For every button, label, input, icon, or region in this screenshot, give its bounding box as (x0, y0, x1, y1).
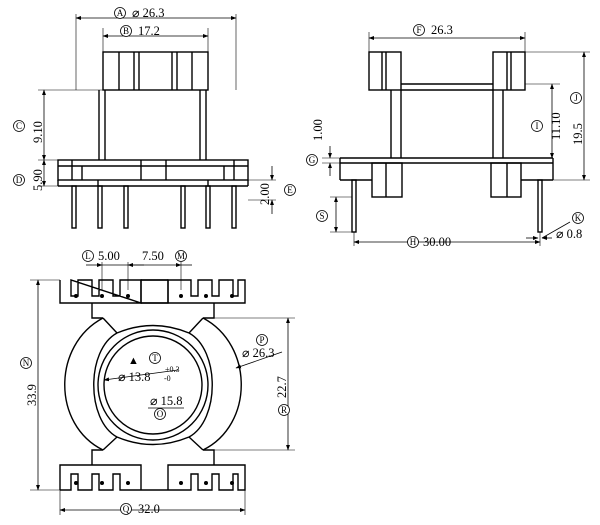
dim-value-H: 30.00 (423, 235, 451, 249)
svg-text:A: A (117, 8, 124, 18)
outer-bore-circle (97, 329, 209, 441)
balloon-K: K (572, 212, 584, 224)
dim-tol-upper-T: +0.3 (165, 365, 180, 374)
dim-value-D: 5.90 (31, 169, 45, 191)
dim-value-P: ⌀ 26.3 (242, 346, 275, 360)
balloon-E: E (284, 184, 296, 196)
dim-value-O: ⌀ 15.8 (150, 394, 183, 408)
svg-text:I: I (536, 121, 539, 131)
dim-value-N: 33.9 (25, 384, 39, 406)
svg-text:H: H (410, 237, 417, 247)
top-flange (102, 51, 209, 91)
dim-value-K: ⌀ 0.8 (556, 227, 582, 241)
svg-text:G: G (309, 155, 316, 165)
balloon-M: M (175, 250, 187, 262)
balloon-A: A (114, 7, 126, 19)
balloon-G: G (306, 154, 318, 166)
balloon-P: P (256, 334, 268, 346)
right-cheek-outer (202, 317, 242, 451)
base-flange (57, 159, 249, 181)
dim-value-B: 17.2 (138, 24, 160, 38)
dim-value-I: 11.10 (549, 112, 563, 140)
dim-value-F: 26.3 (431, 23, 453, 37)
balloon-L: L (82, 250, 94, 262)
dim-value-C: 9.10 (31, 121, 45, 143)
balloon-O: O (154, 408, 166, 420)
dim-value-J: 19.5 (571, 123, 585, 145)
balloon-D: D (13, 174, 25, 186)
dim-value-Q: 32.0 (138, 502, 160, 516)
svg-text:L: L (85, 251, 91, 261)
dim-value-T: ⌀ 13.8 (118, 370, 151, 384)
svg-text:T: T (152, 353, 158, 363)
left-cheek-outer (64, 317, 104, 451)
dim-value-G: 1.00 (311, 119, 325, 141)
svg-text:Q: Q (123, 504, 130, 514)
svg-text:J: J (574, 93, 578, 103)
balloon-R: R (278, 404, 290, 416)
balloon-J: J (570, 92, 582, 104)
balloon-I: I (531, 120, 543, 132)
balloon-S: S (316, 210, 328, 222)
dim-value-E: 2.00 (258, 183, 272, 205)
svg-text:M: M (177, 251, 185, 261)
front-pins (71, 185, 237, 229)
balloon-F: F (413, 24, 425, 36)
dim-tol-lower-T: -0 (164, 374, 171, 383)
svg-text:K: K (575, 213, 582, 223)
svg-text:F: F (416, 25, 421, 35)
svg-text:P: P (259, 335, 264, 345)
balloon-H: H (407, 236, 419, 248)
plan-view (30, 262, 295, 515)
balloon-Q: Q (120, 503, 132, 515)
svg-text:O: O (157, 409, 164, 419)
svg-text:B: B (123, 26, 129, 36)
svg-text:N: N (23, 358, 30, 368)
side-pin-left (351, 179, 357, 233)
inner-bore-circle (103, 335, 203, 435)
warning-icon: ▲ (128, 355, 139, 367)
svg-text:S: S (319, 211, 324, 221)
svg-text:C: C (16, 121, 22, 131)
side-pin-right (537, 179, 543, 233)
balloon-T: T (149, 352, 161, 364)
dim-value-M: 7.50 (142, 249, 164, 263)
svg-text:D: D (16, 175, 23, 185)
balloon-N: N (20, 357, 32, 369)
dim-value-R: 22.7 (275, 376, 289, 398)
dim-value-L: 5.00 (98, 249, 120, 263)
svg-text:R: R (281, 405, 287, 415)
front-view (38, 14, 276, 229)
balloon-C: C (13, 120, 25, 132)
side-view (322, 32, 590, 246)
dim-value-A: ⌀ 26.3 (132, 6, 165, 20)
balloon-B: B (120, 25, 132, 37)
svg-text:E: E (287, 185, 293, 195)
